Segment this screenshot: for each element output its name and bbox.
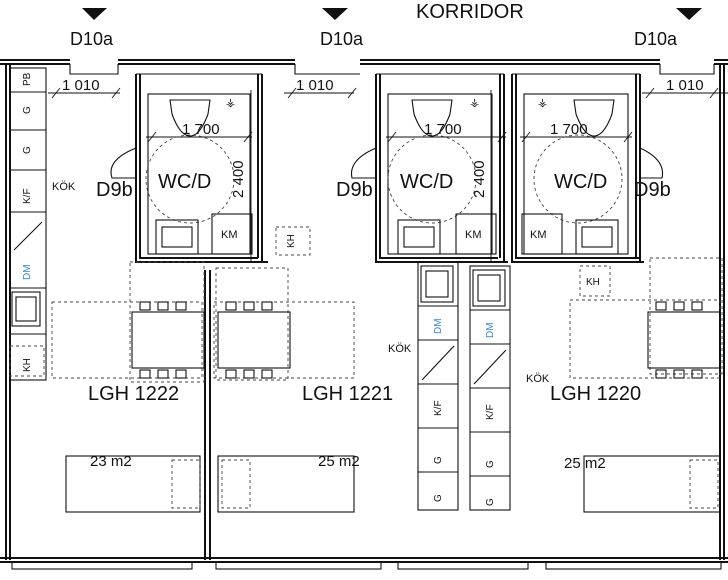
kitchen-1222 [9,67,47,381]
dim-entry-1221: 1 010 [296,77,334,94]
apartment-id-1222: LGH 1222 [88,383,179,405]
bathroom-1221: ⚶ [350,73,508,263]
apartment-area-1220: 25 m2 [564,455,606,472]
dim-bath-1220: 1 700 [550,121,588,138]
door-label-d10a-1222: D10a [70,29,114,49]
bath-label-1221: WC/D [400,171,453,193]
kf-label-1220: K/F [485,404,496,420]
bath-label-1222: WC/D [158,171,211,193]
kh-box-1221 [275,226,311,256]
kh-label-1222: KH [22,358,33,372]
furniture-1222 [51,261,205,513]
g-label-1220-b: G [485,498,496,506]
km-label-1221: KM [465,229,482,241]
apartment-area-1222: 23 m2 [90,453,132,470]
g-label-1222-a: G [22,106,33,114]
drain-icon: ⚶ [470,97,479,109]
pb-label: PB [22,72,33,86]
dim-entry-1222: 1 010 [62,77,100,94]
drain-icon: ⚶ [226,97,235,109]
door-label-d10a-1220: D10a [634,29,678,49]
km-label-1222: KM [221,229,238,241]
kh-box-1220 [579,265,611,297]
corridor-label: KORRIDOR [416,1,524,23]
kitchen-1220 [469,265,511,511]
kitchen-label-1220: KÖK [526,373,550,385]
kitchen-label-1221: KÖK [388,343,412,355]
furniture-1220 [569,257,723,513]
dm-label-1220: DM [485,322,496,338]
window-strip [11,561,722,570]
dm-label-1221: DM [433,318,444,334]
door-label-d9b-1222: D9b [96,179,133,201]
kh-label-1221: KH [286,234,297,248]
bath-label-1220: WC/D [554,171,607,193]
entry-doors [69,64,715,75]
kf-label-1221: K/F [433,400,444,416]
kh-label-1220: KH [586,277,600,288]
apartment-id-1220: LGH 1220 [550,383,641,405]
dim-entry-1220: 1 010 [666,77,704,94]
g-label-1221-b: G [433,494,444,502]
dm-label-1222: DM [22,264,33,280]
walls [0,64,728,563]
corridor-wall [0,59,728,65]
door-marker-1222 [82,8,107,20]
door-marker-1220 [676,8,702,20]
drain-icon: ⚶ [538,97,547,109]
bathroom-1220: ⚶ [511,73,664,263]
kitchen-1221 [417,261,459,511]
dimension-lines [48,87,728,262]
apartment-id-1221: LGH 1221 [302,383,393,405]
g-label-1220-a: G [485,460,496,468]
kf-label-1222: K/F [22,188,33,204]
g-label-1222-b: G [22,146,33,154]
door-label-d9b-1221: D9b [336,179,373,201]
door-label-d10a-1221: D10a [320,29,364,49]
dim-depth-1222: 2 400 [230,160,247,198]
furniture-1221 [213,267,355,513]
door-label-d9b-1220: D9b [634,179,671,201]
g-label-1221-a: G [433,456,444,464]
kitchen-label-1222: KÖK [52,181,76,193]
apartment-area-1221: 25 m2 [318,453,360,470]
door-marker-1221 [322,8,348,20]
km-label-1220: KM [530,229,547,241]
